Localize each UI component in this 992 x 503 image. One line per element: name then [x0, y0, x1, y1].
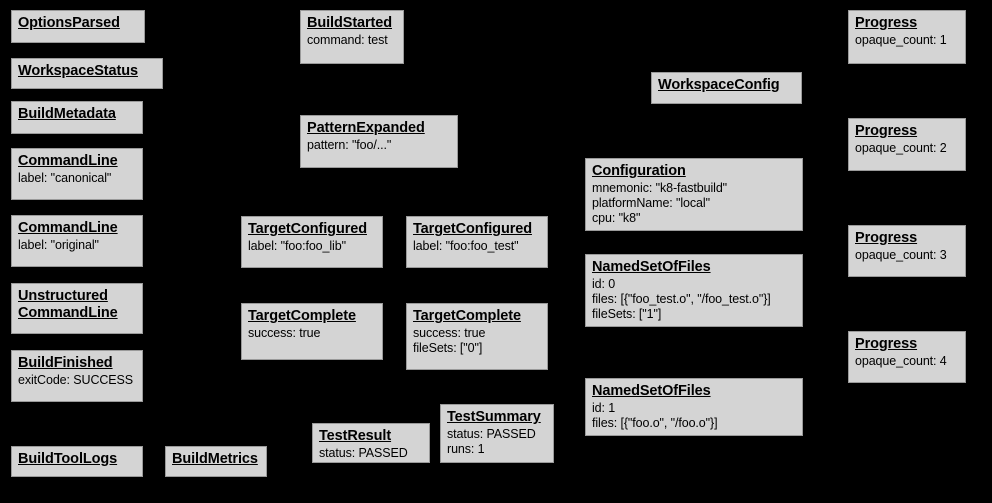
- event-node-fields: exitCode: SUCCESS: [18, 373, 136, 388]
- event-node-command-line-canonical[interactable]: CommandLine label: "canonical": [11, 148, 143, 200]
- event-node-title: Progress: [855, 15, 918, 31]
- event-node-fields: opaque_count: 4: [855, 354, 959, 369]
- event-node-test-result[interactable]: TestResult status: PASSED: [312, 423, 430, 463]
- event-node-target-configured-test[interactable]: TargetConfigured label: "foo:foo_test": [406, 216, 548, 268]
- event-node-title: BuildMetadata: [18, 106, 116, 122]
- event-node-configuration[interactable]: Configuration mnemonic: "k8-fastbuild"pla…: [585, 158, 803, 231]
- event-node-fields: opaque_count: 1: [855, 33, 959, 48]
- event-node-title: TargetConfigured: [413, 221, 532, 237]
- event-node-title: Configuration: [592, 163, 686, 179]
- event-node-title: CommandLine: [18, 153, 118, 169]
- event-node-target-configured-lib[interactable]: TargetConfigured label: "foo:foo_lib": [241, 216, 383, 268]
- event-node-field: files: [{"foo.o", "/foo.o"}]: [592, 416, 718, 430]
- event-node-fields: status: PASSED: [319, 446, 423, 461]
- event-node-field: pattern: "foo/...": [307, 138, 392, 152]
- event-node-field: command: test: [307, 33, 388, 47]
- event-node-field: opaque_count: 2: [855, 141, 947, 155]
- event-node-field: mnemonic: "k8-fastbuild": [592, 181, 728, 195]
- event-node-fields: opaque_count: 2: [855, 141, 959, 156]
- event-node-field: label: "original": [18, 238, 99, 252]
- event-node-title: Progress: [855, 230, 918, 246]
- event-node-command-line-original[interactable]: CommandLine label: "original": [11, 215, 143, 267]
- event-node-fields: label: "canonical": [18, 171, 136, 186]
- event-node-field: success: true: [248, 326, 321, 340]
- event-node-title: TargetComplete: [248, 308, 356, 324]
- event-node-fields: label: "foo:foo_lib": [248, 239, 376, 254]
- event-node-title: WorkspaceStatus: [18, 63, 138, 79]
- event-node-fields: opaque_count: 3: [855, 248, 959, 263]
- event-node-build-metrics[interactable]: BuildMetrics: [165, 446, 267, 477]
- event-node-field: fileSets: ["1"]: [592, 307, 662, 321]
- event-node-build-tool-logs[interactable]: BuildToolLogs: [11, 446, 143, 477]
- event-node-title: BuildFinished: [18, 355, 113, 371]
- event-node-progress-1[interactable]: Progress opaque_count: 1: [848, 10, 966, 64]
- event-node-title: CommandLine: [18, 220, 118, 236]
- event-node-title: NamedSetOfFiles: [592, 383, 711, 399]
- event-node-title: Progress: [855, 123, 918, 139]
- event-node-field: label: "foo:foo_lib": [248, 239, 346, 253]
- event-node-title: Unstructured CommandLine: [18, 288, 118, 321]
- event-node-title: TargetComplete: [413, 308, 521, 324]
- event-node-title: BuildMetrics: [172, 451, 258, 467]
- event-node-field: id: 0: [592, 277, 616, 291]
- event-node-field: fileSets: ["0"]: [413, 341, 483, 355]
- event-node-title: Progress: [855, 336, 918, 352]
- event-node-field: opaque_count: 3: [855, 248, 947, 262]
- event-node-progress-2[interactable]: Progress opaque_count: 2: [848, 118, 966, 171]
- event-node-field: label: "foo:foo_test": [413, 239, 519, 253]
- event-node-title: PatternExpanded: [307, 120, 425, 136]
- event-node-field: platformName: "local": [592, 196, 710, 210]
- event-node-workspace-config[interactable]: WorkspaceConfig: [651, 72, 802, 104]
- event-node-options-parsed[interactable]: OptionsParsed: [11, 10, 145, 43]
- event-node-fields: mnemonic: "k8-fastbuild"platformName: "l…: [592, 181, 796, 226]
- event-node-field: exitCode: SUCCESS: [18, 373, 134, 387]
- event-node-field: runs: 1: [447, 442, 485, 456]
- event-node-title: TestSummary: [447, 409, 541, 425]
- event-node-title: TestResult: [319, 428, 392, 444]
- event-node-pattern-expanded[interactable]: PatternExpanded pattern: "foo/...": [300, 115, 458, 168]
- event-node-field: success: true: [413, 326, 486, 340]
- event-node-title: OptionsParsed: [18, 15, 120, 31]
- event-node-field: opaque_count: 1: [855, 33, 947, 47]
- event-node-field: id: 1: [592, 401, 616, 415]
- event-node-title: WorkspaceConfig: [658, 77, 780, 93]
- event-node-unstructured-command-line[interactable]: Unstructured CommandLine: [11, 283, 143, 334]
- event-node-fields: label: "foo:foo_test": [413, 239, 541, 254]
- event-node-field: files: [{"foo_test.o", "/foo_test.o"}]: [592, 292, 771, 306]
- event-node-title: TargetConfigured: [248, 221, 367, 237]
- event-node-field: label: "canonical": [18, 171, 112, 185]
- event-node-fields: command: test: [307, 33, 397, 48]
- event-node-fields: success: true: [248, 326, 376, 341]
- event-node-field: cpu: "k8": [592, 211, 641, 225]
- event-node-field: opaque_count: 4: [855, 354, 947, 368]
- event-node-build-finished[interactable]: BuildFinished exitCode: SUCCESS: [11, 350, 143, 402]
- event-node-title: BuildToolLogs: [18, 451, 118, 467]
- event-node-field: status: PASSED: [319, 446, 408, 460]
- event-node-build-metadata[interactable]: BuildMetadata: [11, 101, 143, 134]
- event-node-fields: label: "original": [18, 238, 136, 253]
- event-node-workspace-status[interactable]: WorkspaceStatus: [11, 58, 163, 89]
- event-node-title: BuildStarted: [307, 15, 393, 31]
- event-node-progress-4[interactable]: Progress opaque_count: 4: [848, 331, 966, 383]
- event-node-target-complete-lib[interactable]: TargetComplete success: true: [241, 303, 383, 360]
- event-node-title: NamedSetOfFiles: [592, 259, 711, 275]
- event-node-progress-3[interactable]: Progress opaque_count: 3: [848, 225, 966, 277]
- event-node-fields: pattern: "foo/...": [307, 138, 451, 153]
- event-node-build-started[interactable]: BuildStarted command: test: [300, 10, 404, 64]
- event-node-field: status: PASSED: [447, 427, 536, 441]
